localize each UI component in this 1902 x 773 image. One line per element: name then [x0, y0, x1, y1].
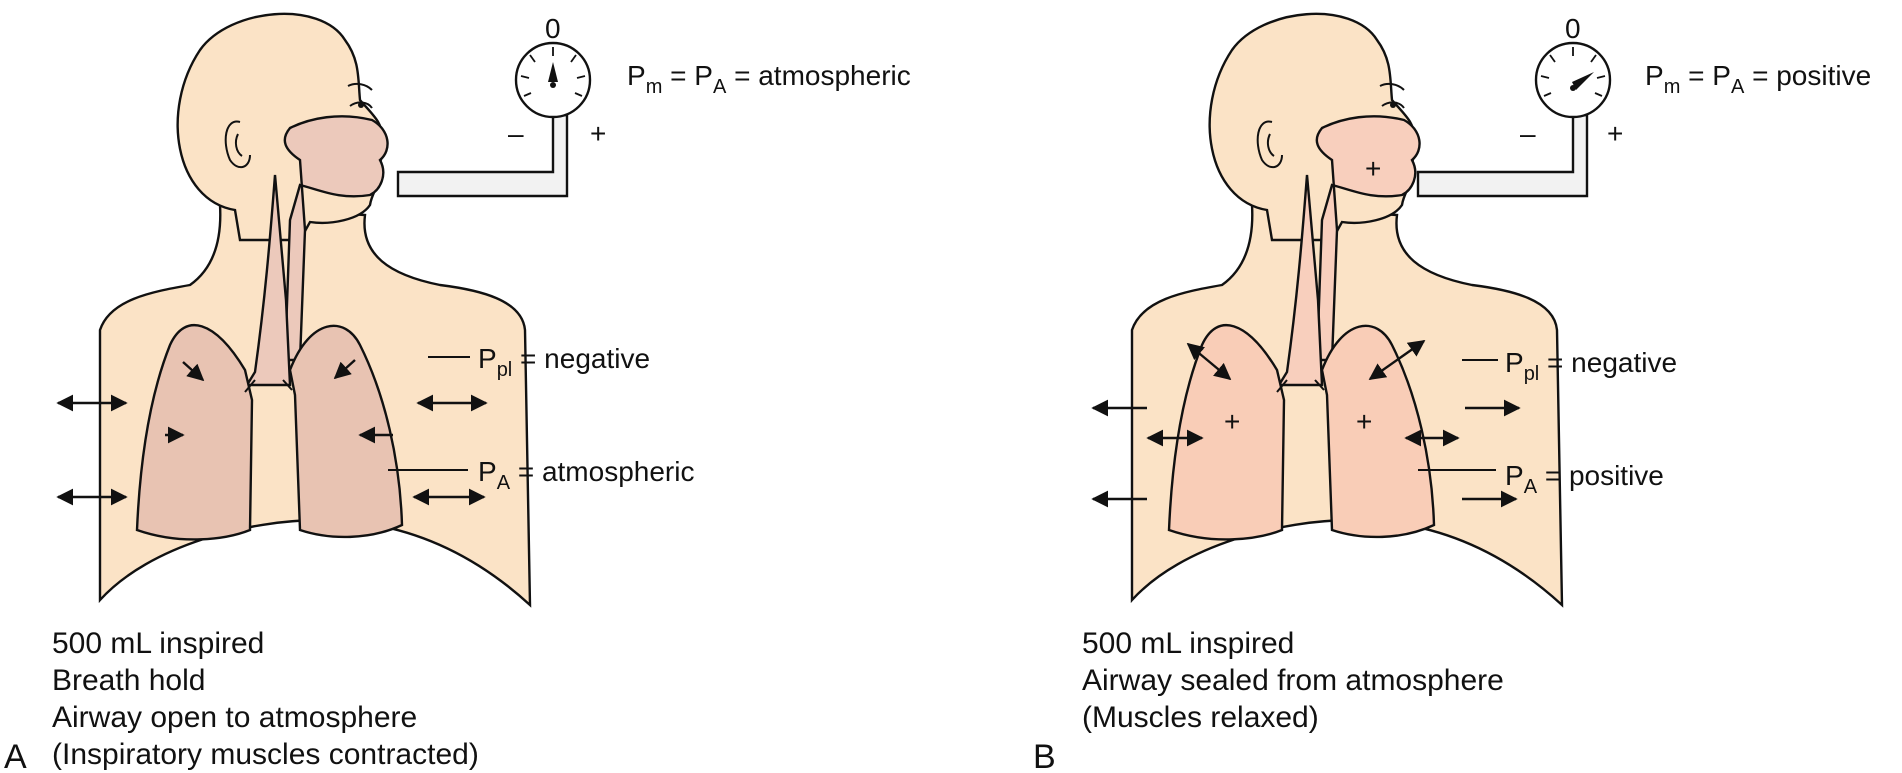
alveolar-pressure-label-a: PA = atmospheric [478, 456, 694, 494]
gauge-needle-b [1572, 72, 1594, 90]
gauge-zero-a: 0 [545, 13, 561, 44]
airway-b [1315, 115, 1421, 362]
ear-a [224, 120, 251, 169]
gauge-plus-b: + [1607, 118, 1623, 149]
caption-a-line-2: Breath hold [52, 664, 205, 697]
left-lung-a [135, 323, 254, 541]
left-lung-plus-b: + [1224, 406, 1240, 437]
airway-a [283, 115, 389, 362]
gauge-zero-b: 0 [1565, 13, 1581, 44]
caption-a-line-1: 500 mL inspired [52, 627, 264, 660]
force-arrows-b [1091, 340, 1521, 508]
panel-b: 0 – + Pm = PA = positive + + + Ppl = neg… [1033, 12, 1871, 773]
gauge-plus-a: + [590, 118, 606, 149]
caption-b-line-3: (Muscles relaxed) [1082, 701, 1319, 734]
pressure-tube-a [396, 113, 569, 198]
pleural-pressure-label-b: Ppl = negative [1505, 347, 1677, 385]
alveolar-pressure-label-b: PA = positive [1505, 460, 1664, 498]
gauge-minus-b: – [1520, 118, 1536, 149]
trachea-a [244, 174, 292, 387]
ear-b [1256, 120, 1283, 169]
pressure-tube-b [1416, 113, 1589, 198]
panel-a: 0 – + Pm = PA = atmospheric Ppl = negati… [4, 12, 911, 773]
trachea-b [1276, 174, 1324, 387]
panel-letter-b: B [1033, 738, 1056, 773]
mouth-pressure-label-a: Pm = PA = atmospheric [627, 60, 911, 98]
gauge-minus-a: – [508, 118, 524, 149]
caption-a-line-3: Airway open to atmosphere [52, 701, 417, 734]
person-figure-b [1130, 12, 1564, 608]
panel-letter-a: A [4, 738, 27, 773]
person-figure-a [98, 12, 532, 608]
right-lung-plus-b: + [1356, 406, 1372, 437]
caption-a-line-4: (Inspiratory muscles contracted) [52, 738, 479, 771]
pleural-pressure-label-a: Ppl = negative [478, 343, 650, 381]
caption-b-line-2: Airway sealed from atmosphere [1082, 664, 1504, 697]
caption-b-line-1: 500 mL inspired [1082, 627, 1294, 660]
force-arrows-a [56, 359, 488, 506]
mouth-pressure-label-b: Pm = PA = positive [1645, 60, 1871, 98]
gauge-needle-a [548, 62, 558, 82]
mouth-plus-b: + [1365, 153, 1381, 184]
